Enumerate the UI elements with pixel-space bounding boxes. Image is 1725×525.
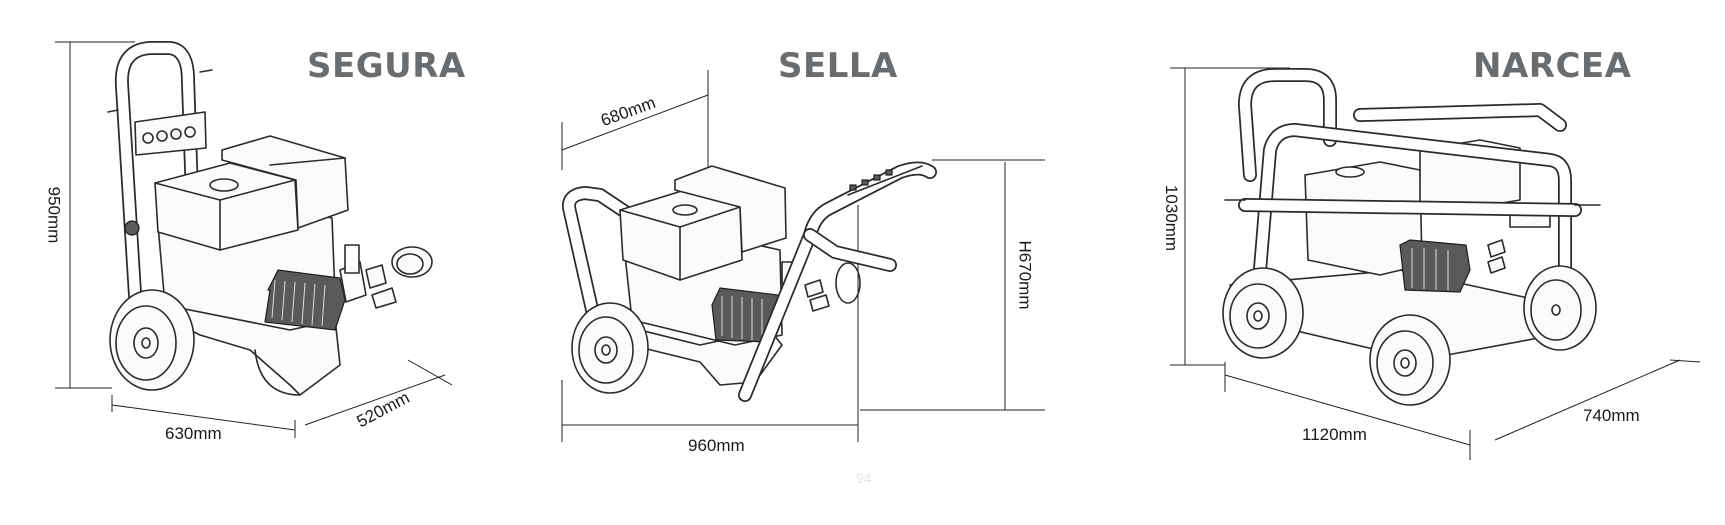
narcea-drawing: [1170, 67, 1701, 460]
page-number: 94: [856, 470, 872, 486]
segura-drawing: [55, 41, 453, 438]
model-title-narcea: NARCEA: [1473, 46, 1632, 86]
sella-length-label: 960mm: [688, 436, 745, 455]
narcea-wheel-left: [1222, 267, 1304, 359]
segura-length-label: 630mm: [165, 424, 222, 443]
narcea-length-label: 1120mm: [1302, 425, 1367, 444]
narcea-wheel-front: [1369, 314, 1451, 406]
sella-height-label: H670mm: [1015, 240, 1035, 310]
narcea-pump: [1399, 214, 1551, 293]
segura-pump: [264, 244, 397, 331]
sella-wheel: [571, 302, 649, 394]
segura-height-label: 950mm: [44, 186, 64, 244]
narcea-wheel-right: [1523, 265, 1597, 351]
narcea-dimension-lines: [1170, 67, 1701, 460]
narcea-width-label: 740mm: [1583, 406, 1640, 425]
sella-dimension-lines: [561, 70, 1045, 442]
segura-dimension-lines: [55, 41, 453, 438]
model-title-segura: SEGURA: [307, 46, 466, 86]
sella-drawing: [561, 70, 1045, 442]
model-title-sella: SELLA: [778, 46, 898, 86]
segura-wheel: [109, 289, 195, 391]
segura-fuel-tank: [154, 162, 299, 251]
narcea-height-label: 1030mm: [1162, 184, 1182, 252]
